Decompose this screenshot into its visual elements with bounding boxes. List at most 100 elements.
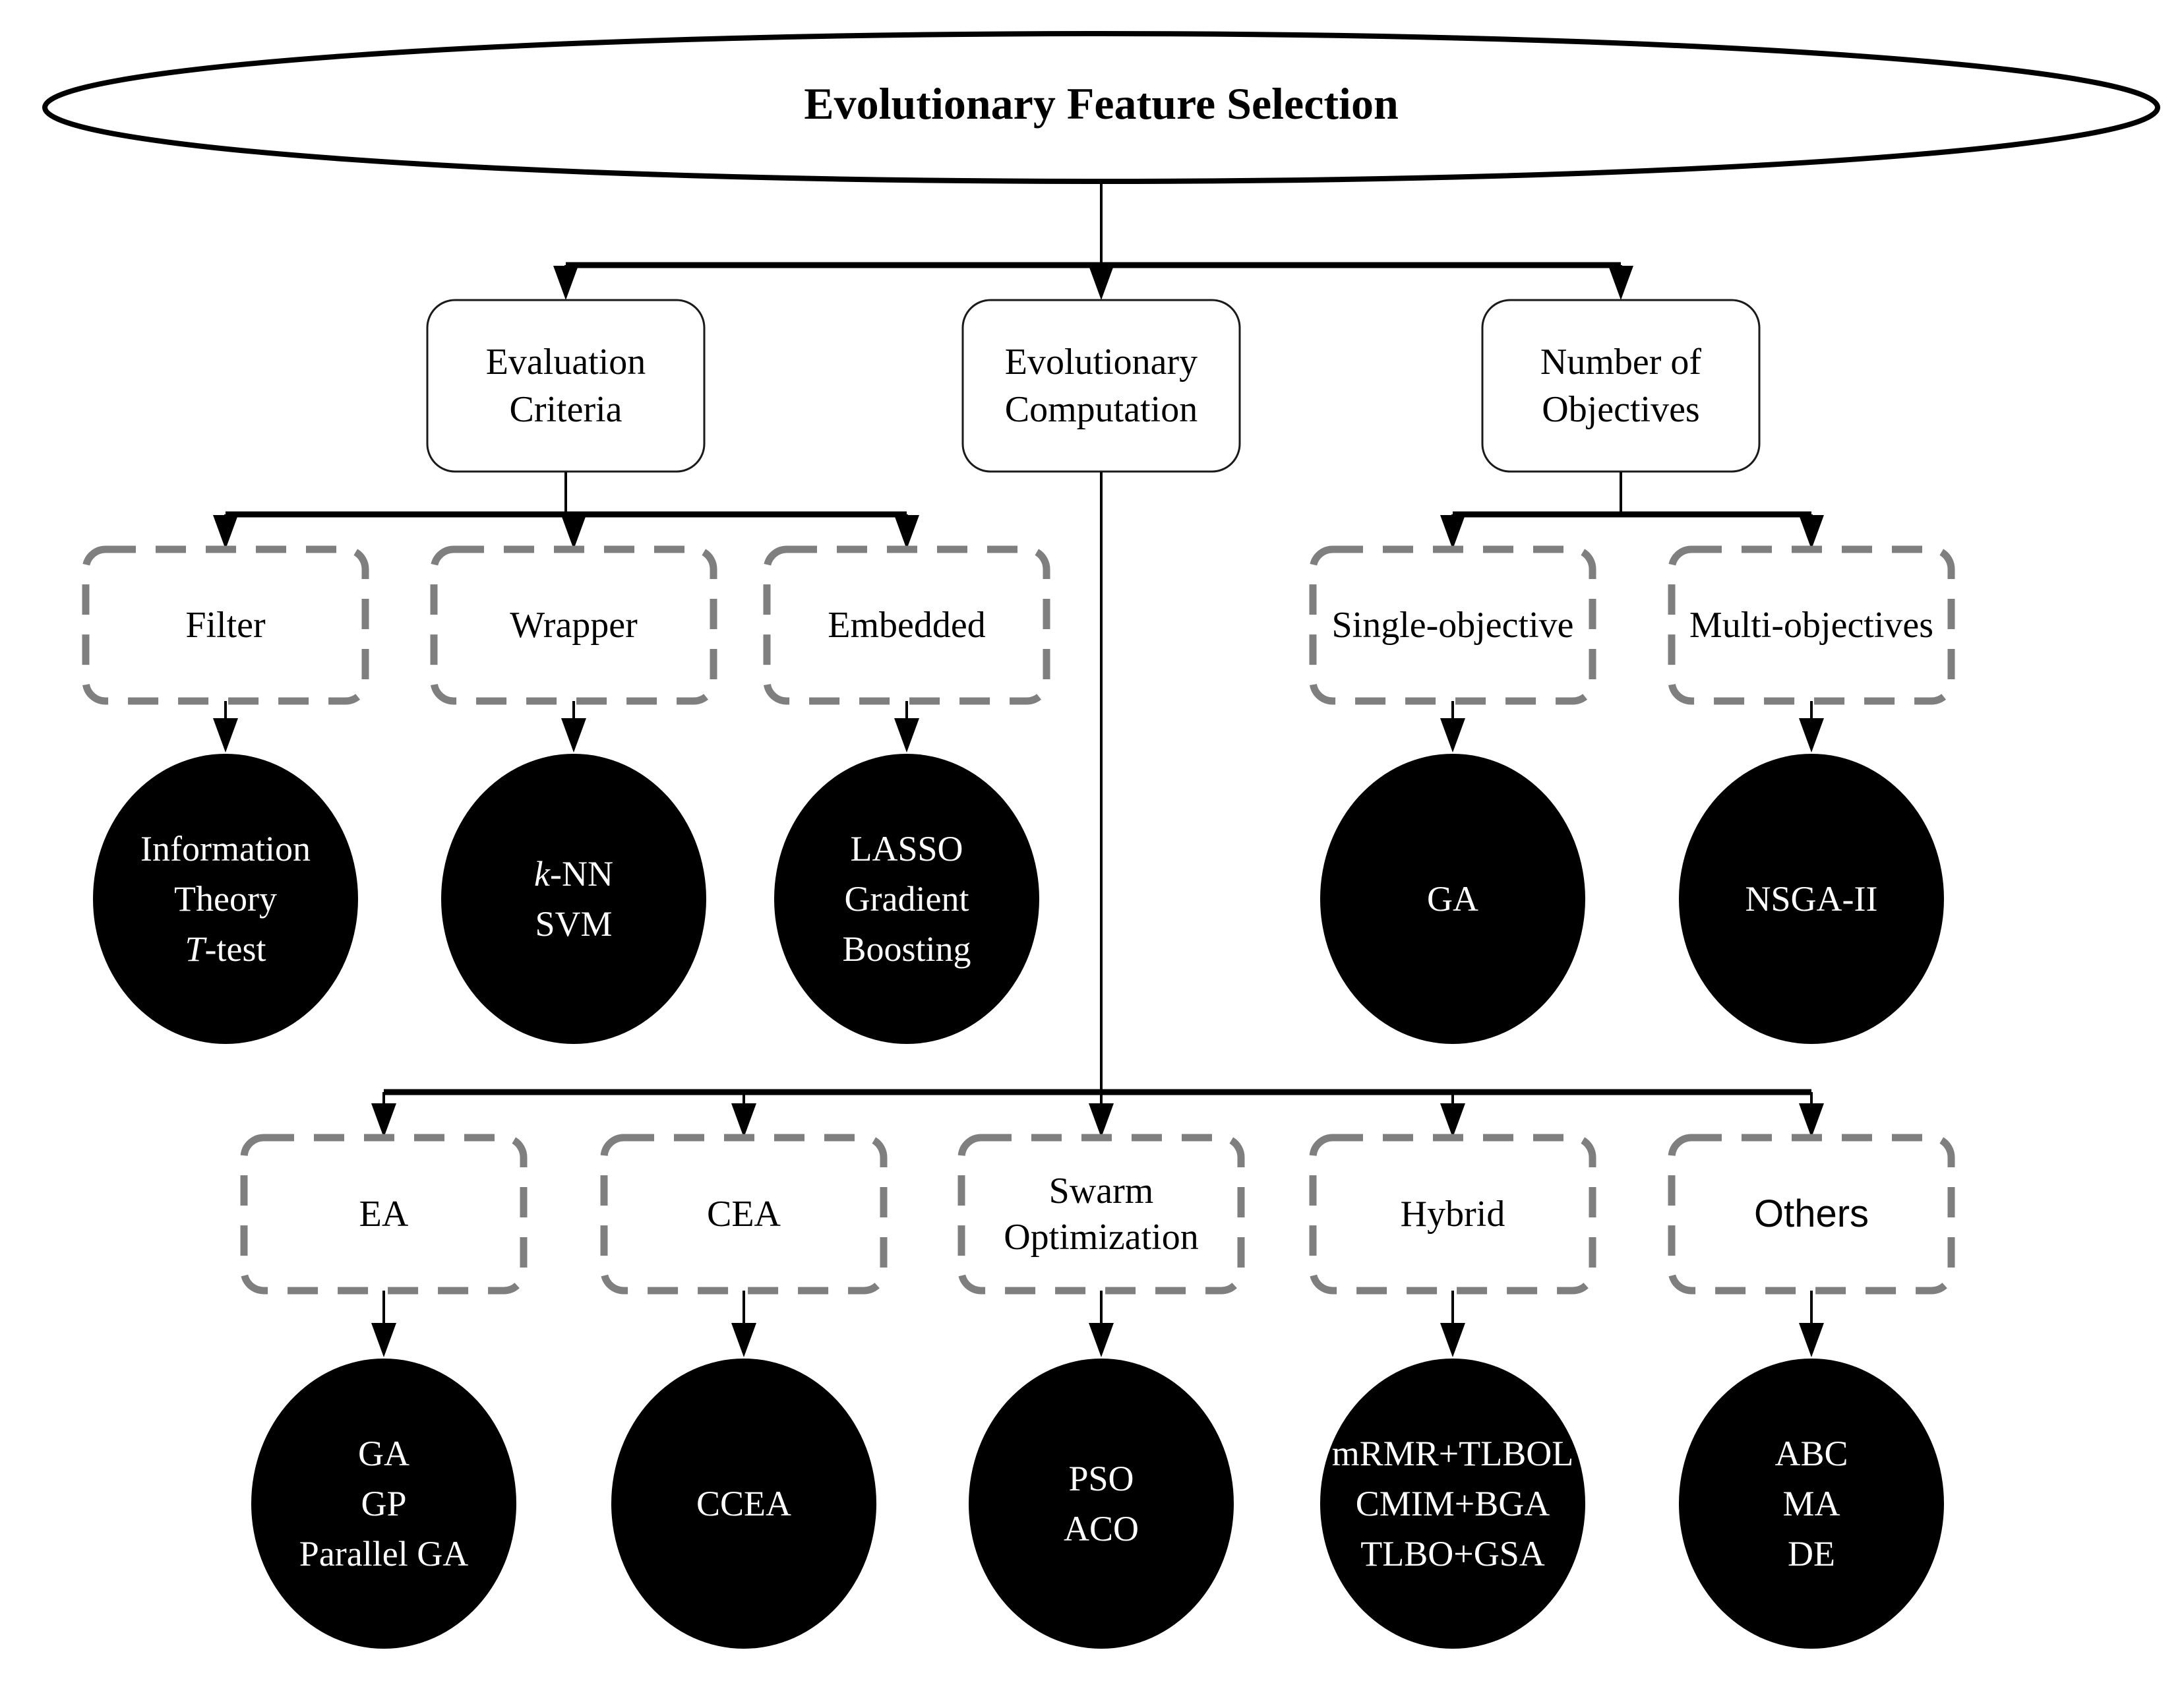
method-node-swarm-optimization-line: ACO [1063, 1509, 1139, 1548]
category-box-label-cea: CEA [604, 1138, 884, 1291]
branch-box-label-evolutionary-computation-line: Computation [1004, 389, 1198, 430]
method-node-wrapper: k-NN SVM [441, 754, 706, 1044]
arrow-head [1799, 515, 1824, 549]
category-box-label-swarm-optimization-line: Swarm [1048, 1171, 1154, 1211]
text-segment: -NN [549, 854, 613, 894]
category-box-label-ea-line: EA [359, 1194, 409, 1235]
method-node-swarm-optimization: PSO ACO [969, 1359, 1234, 1649]
method-node-swarm-optimization-line: PSO [1068, 1459, 1134, 1498]
branch-box-label-evaluation-criteria-line: Evaluation [485, 342, 646, 382]
category-box-label-single-objective-line: Single-objective [1331, 605, 1574, 646]
category-box-label-swarm-optimization-line: Optimization [1004, 1217, 1199, 1258]
category-box-swarm-optimization [957, 1134, 1245, 1295]
arrow-head [1799, 718, 1824, 752]
branch-box-label-number-of-objectives-line: Objectives [1542, 389, 1700, 430]
category-box-label-multi-objectives: Multi-objectives [1672, 549, 1951, 701]
category-box-wrapper [430, 545, 717, 705]
method-node-hybrid-line: CMIM+BGA [1355, 1484, 1550, 1523]
text-segment: k [534, 854, 550, 894]
method-node-ea-line: GA [358, 1434, 410, 1473]
method-node-embedded-line: Gradient [844, 879, 969, 919]
arrow-head [1440, 1323, 1465, 1357]
method-node-ea: GA GP Parallel GA [251, 1359, 516, 1649]
category-box-label-single-objective: Single-objective [1313, 549, 1592, 701]
method-node-others-line: DE [1788, 1534, 1835, 1574]
arrow-head [213, 515, 238, 549]
arrow-head [1089, 266, 1114, 300]
method-node-embedded-line: Boosting [842, 929, 971, 969]
branch-box-evolutionary-computation [961, 299, 1241, 473]
category-box-label-embedded: Embedded [767, 549, 1046, 701]
category-box-cea [600, 1134, 888, 1295]
method-node-wrapper-line: k-NN [534, 849, 613, 899]
method-node-single-objective-line: GA [1427, 879, 1478, 919]
category-box-multi-objectives [1668, 545, 1955, 705]
branch-box-label-number-of-objectives-line: Number of [1540, 342, 1702, 382]
method-node-cea-line: CCEA [696, 1484, 792, 1523]
arrow-head [731, 1103, 756, 1138]
arrow-head [1608, 266, 1633, 300]
category-box-label-others: Others [1672, 1138, 1951, 1291]
branch-box-label-evolutionary-computation-line: Evolutionary [1004, 342, 1198, 382]
branch-box-number-of-objectives [1481, 299, 1761, 473]
arrow-head [561, 718, 586, 752]
method-node-filter-line: Information [140, 829, 311, 869]
arrow-head [561, 515, 586, 549]
category-box-label-multi-objectives-line: Multi-objectives [1689, 605, 1934, 646]
arrow-head [1089, 1103, 1114, 1138]
arrow-head [1440, 718, 1465, 752]
method-node-embedded-line: LASSO [850, 829, 963, 869]
arrow-head [1440, 515, 1465, 549]
method-node-filter-line: T-test [185, 924, 266, 974]
method-node-filter-line: Theory [174, 879, 277, 919]
category-box-single-objective [1309, 545, 1596, 705]
arrow-head [553, 266, 578, 300]
method-node-ea-line: Parallel GA [299, 1534, 469, 1574]
category-box-label-cea-line: CEA [707, 1194, 781, 1235]
category-box-label-wrapper: Wrapper [434, 549, 713, 701]
arrow-head [1440, 1103, 1465, 1138]
branch-box-label-evaluation-criteria-line: Criteria [509, 389, 622, 430]
arrow-head [894, 515, 919, 549]
text-segment: -test [204, 929, 266, 969]
arrow-head [371, 1103, 396, 1138]
category-box-label-filter: Filter [86, 549, 365, 701]
category-box-label-hybrid: Hybrid [1313, 1138, 1592, 1291]
arrow-head [1089, 1323, 1114, 1357]
method-node-others-line: ABC [1774, 1434, 1848, 1473]
category-box-hybrid [1309, 1134, 1596, 1295]
method-node-multi-objectives-line: NSGA-II [1745, 879, 1878, 919]
category-box-ea [240, 1134, 528, 1295]
arrow-head [1799, 1323, 1824, 1357]
category-box-label-others-line: Others [1753, 1192, 1869, 1235]
category-box-others [1668, 1134, 1955, 1295]
arrow-head [371, 1323, 396, 1357]
category-box-label-wrapper-line: Wrapper [510, 605, 638, 646]
method-node-single-objective: GA [1320, 754, 1585, 1044]
category-box-label-hybrid-line: Hybrid [1400, 1194, 1505, 1235]
method-node-multi-objectives: NSGA-II [1679, 754, 1944, 1044]
method-node-ea-line: GP [361, 1484, 407, 1523]
category-box-label-embedded-line: Embedded [828, 605, 986, 646]
category-box-embedded [763, 545, 1050, 705]
arrow-head [731, 1323, 756, 1357]
text-segment: T [185, 929, 205, 969]
method-node-cea: CCEA [611, 1359, 876, 1649]
branch-box-label-number-of-objectives: Number of Objectives [1482, 300, 1759, 472]
method-node-hybrid-line: TLBO+GSA [1360, 1534, 1545, 1574]
category-box-label-filter-line: Filter [185, 605, 266, 646]
method-node-wrapper-line: SVM [535, 904, 613, 944]
arrow-head [213, 718, 238, 752]
category-box-label-ea: EA [244, 1138, 524, 1291]
arrow-head [1799, 1103, 1824, 1138]
branch-box-evaluation-criteria [426, 299, 706, 473]
